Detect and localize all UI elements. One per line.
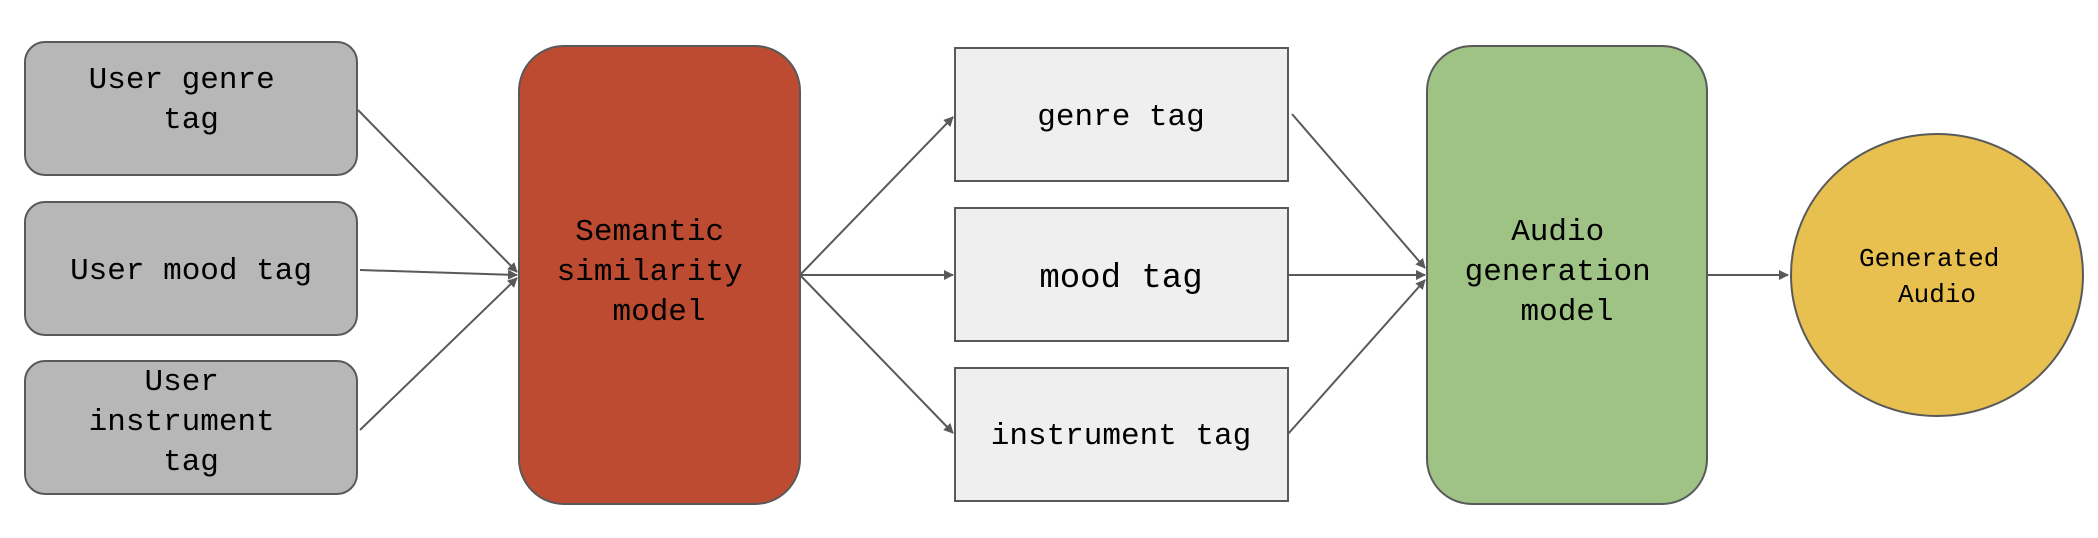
node-mood-tag: mood tag bbox=[954, 207, 1289, 342]
node-instrument-tag: instrument tag bbox=[954, 367, 1289, 502]
edge-user-genre-to-similarity bbox=[357, 109, 518, 273]
input-nodes: User genre tag User mood tag User instru… bbox=[24, 41, 358, 495]
node-user-instrument-tag: User instrument tag bbox=[24, 360, 358, 495]
node-generated-audio: Generated Audio bbox=[1790, 133, 2084, 417]
node-audio-generation-model-label: Audio generation model bbox=[1465, 215, 1670, 330]
node-generated-audio-label: Generated Audio bbox=[1859, 244, 2015, 310]
node-audio-generation-model: Audio generation model bbox=[1426, 45, 1708, 505]
node-semantic-similarity-model: Semantic similarity model bbox=[518, 45, 801, 505]
node-user-mood-tag-label: User mood tag bbox=[70, 254, 312, 289]
node-mood-tag-label: mood tag bbox=[1039, 260, 1202, 298]
edge-similarity-to-instrument-tag bbox=[799, 274, 954, 434]
node-instrument-tag-label: instrument tag bbox=[991, 419, 1251, 454]
node-user-genre-tag: User genre tag bbox=[24, 41, 358, 176]
node-user-genre-tag-label: User genre tag bbox=[89, 63, 294, 138]
node-genre-tag: genre tag bbox=[954, 47, 1289, 182]
node-semantic-similarity-model-label: Semantic similarity model bbox=[557, 215, 762, 330]
edge-user-instrument-to-similarity bbox=[359, 277, 518, 431]
edge-genre-tag-to-generation bbox=[1291, 113, 1426, 269]
node-user-instrument-tag-label: User instrument tag bbox=[89, 365, 294, 480]
edges bbox=[357, 109, 1789, 435]
edge-user-mood-to-similarity bbox=[359, 269, 518, 280]
edge-similarity-to-genre-tag bbox=[799, 116, 954, 276]
node-user-mood-tag: User mood tag bbox=[24, 201, 358, 336]
edge-instrument-tag-to-generation bbox=[1287, 279, 1426, 435]
node-genre-tag-label: genre tag bbox=[1037, 100, 1204, 135]
tag-nodes: genre tag mood tag instrument tag bbox=[954, 47, 1289, 502]
